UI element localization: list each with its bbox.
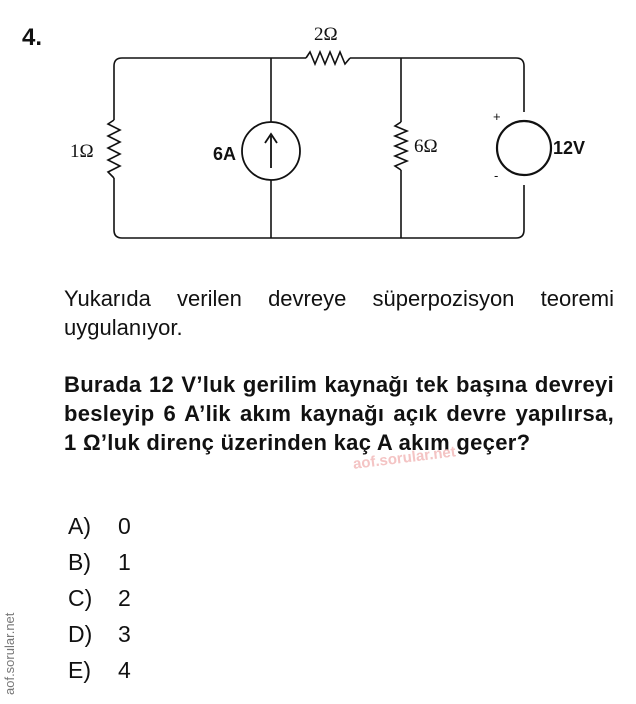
resistor-6ohm (392, 121, 410, 171)
question-number: 4. (22, 24, 43, 51)
label-current-source: 6A (213, 144, 236, 164)
option-letter: A) (68, 512, 91, 539)
wire-left-lower (113, 178, 525, 239)
question-intro: Yukarıda verilen devreye süperpozisyon t… (64, 286, 614, 340)
current-arrowhead-icon (264, 132, 278, 144)
side-watermark: aof.sorular.net (2, 612, 17, 695)
option-a[interactable]: A) 0 (68, 508, 131, 544)
option-letter: E) (68, 656, 91, 683)
option-e[interactable]: E) 4 (68, 652, 131, 688)
answer-options: A) 0 B) 1 C) 2 D) 3 E) 4 (68, 508, 131, 688)
label-r-top: 2Ω (314, 24, 338, 45)
voltage-source (495, 119, 553, 177)
resistor-1ohm (106, 119, 122, 179)
option-letter: D) (68, 620, 93, 647)
circuit-diagram: 2Ω 1Ω 6Ω 6A 12V + - (70, 24, 585, 239)
question-text: Burada 12 V’luk gerilim kaynağı tek başı… (64, 372, 614, 455)
resistor-2ohm (305, 49, 351, 67)
label-voltage-source: 12V (553, 138, 585, 158)
option-value: 0 (118, 512, 131, 539)
option-letter: C) (68, 584, 93, 611)
option-d[interactable]: D) 3 (68, 616, 131, 652)
label-plus: + (493, 109, 501, 124)
option-value: 4 (118, 656, 131, 683)
wire-top-left (113, 57, 123, 120)
label-minus: - (494, 168, 498, 183)
option-b[interactable]: B) 1 (68, 544, 131, 580)
option-letter: B) (68, 548, 91, 575)
option-c[interactable]: C) 2 (68, 580, 131, 616)
option-value: 3 (118, 620, 131, 647)
option-value: 2 (118, 584, 131, 611)
option-value: 1 (118, 548, 131, 575)
label-r-left: 1Ω (70, 141, 94, 162)
wire-top-right (350, 57, 525, 112)
label-r-mid: 6Ω (414, 136, 438, 157)
